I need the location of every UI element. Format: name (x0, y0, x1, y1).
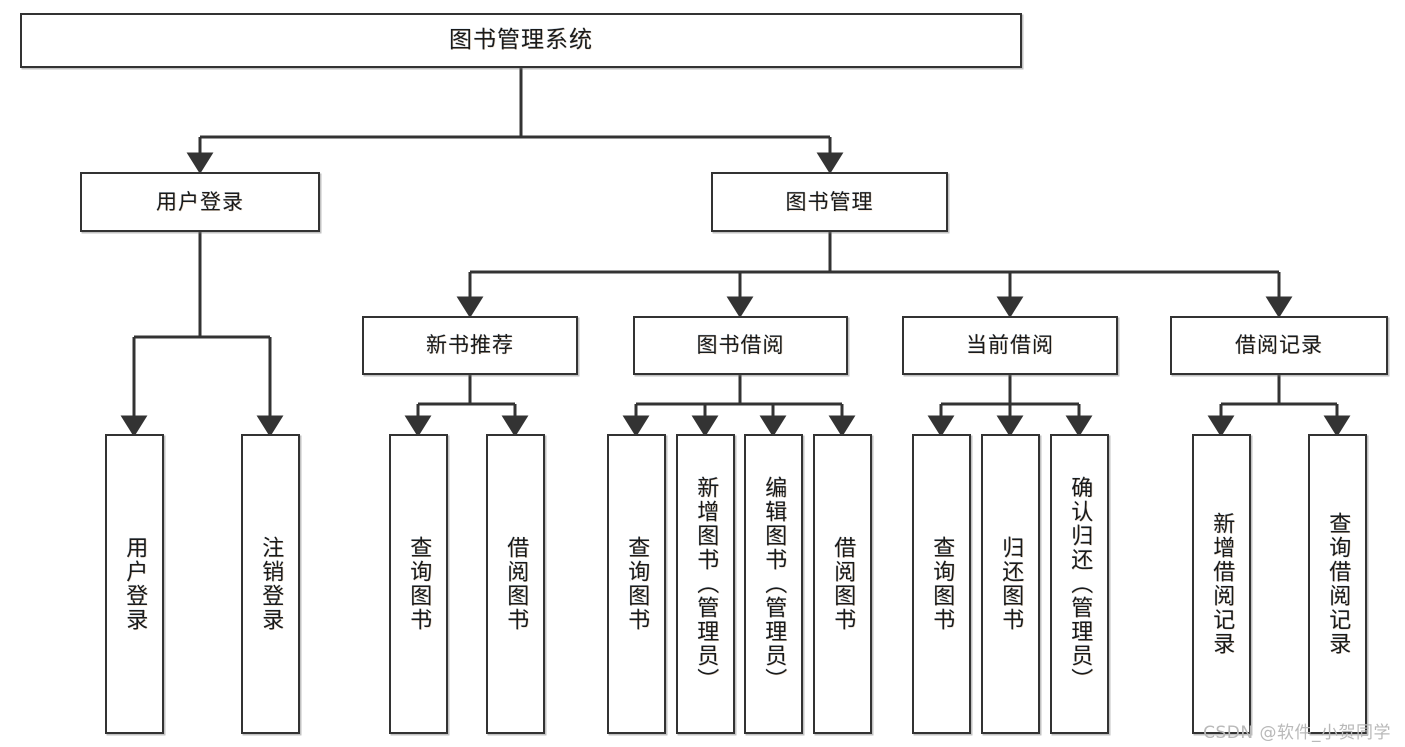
node-leaf-add-book[interactable]: 新增图书（管理员） (676, 434, 735, 734)
node-leaf-query-record[interactable]: 查询借阅记录 (1308, 434, 1367, 734)
node-leaf-user-logout[interactable]: 注销登录 (241, 434, 300, 734)
node-label: 查询图书 (929, 536, 955, 632)
node-label: 查询借阅记录 (1325, 512, 1351, 656)
node-leaf-confirm-return[interactable]: 确认归还（管理员） (1050, 434, 1109, 734)
node-leaf-borrow-book-2[interactable]: 借阅图书 (813, 434, 872, 734)
node-label: 注销登录 (258, 536, 284, 632)
node-root-system[interactable]: 图书管理系统 (20, 13, 1022, 68)
node-label: 归还图书 (998, 536, 1024, 632)
node-book-borrow[interactable]: 图书借阅 (633, 316, 848, 375)
node-book-manage[interactable]: 图书管理 (711, 172, 948, 232)
node-leaf-query-book-1[interactable]: 查询图书 (389, 434, 448, 734)
node-borrow-record[interactable]: 借阅记录 (1170, 316, 1388, 375)
node-leaf-return-book[interactable]: 归还图书 (981, 434, 1040, 734)
node-label: 编辑图书（管理员） (761, 476, 787, 692)
node-label: 图书管理系统 (449, 27, 593, 54)
node-label: 借阅记录 (1235, 333, 1323, 358)
node-label: 用户登录 (156, 189, 244, 214)
node-label: 新书推荐 (426, 333, 514, 358)
node-label: 新增借阅记录 (1209, 512, 1235, 656)
node-new-book-recommend[interactable]: 新书推荐 (362, 316, 578, 375)
node-leaf-query-book-2[interactable]: 查询图书 (607, 434, 666, 734)
node-label: 用户登录 (122, 536, 148, 632)
node-user-login[interactable]: 用户登录 (80, 172, 320, 232)
watermark-text: CSDN @软件_小贺同学 (1203, 723, 1391, 743)
node-leaf-query-book-3[interactable]: 查询图书 (912, 434, 971, 734)
node-label: 查询图书 (406, 536, 432, 632)
node-label: 当前借阅 (966, 333, 1054, 358)
node-leaf-borrow-book-1[interactable]: 借阅图书 (486, 434, 545, 734)
node-current-borrow[interactable]: 当前借阅 (902, 316, 1118, 375)
node-label: 查询图书 (624, 536, 650, 632)
node-label: 图书管理 (785, 189, 874, 214)
node-leaf-user-login[interactable]: 用户登录 (105, 434, 164, 734)
node-leaf-edit-book[interactable]: 编辑图书（管理员） (744, 434, 803, 734)
node-leaf-add-record[interactable]: 新增借阅记录 (1192, 434, 1251, 734)
node-label: 图书借阅 (696, 333, 785, 358)
node-label: 确认归还（管理员） (1067, 476, 1093, 692)
node-label: 借阅图书 (503, 536, 529, 632)
node-label: 新增图书（管理员） (693, 476, 719, 692)
node-label: 借阅图书 (830, 536, 856, 632)
